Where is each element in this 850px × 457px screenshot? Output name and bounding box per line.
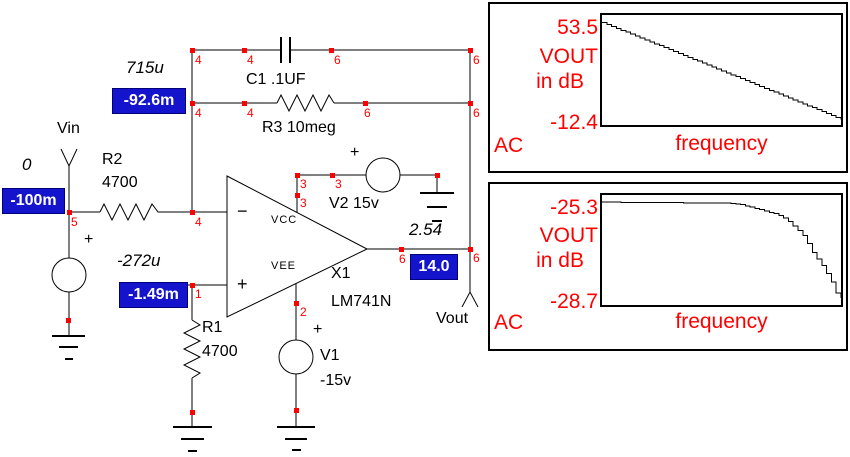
vout-terminal-icon[interactable] — [461, 290, 479, 308]
opamp-inverting-input-label: − — [237, 201, 248, 221]
node-dot — [242, 101, 247, 106]
node-dot — [468, 48, 473, 53]
node-dot — [435, 173, 440, 178]
vin-source-plus-sign: + — [84, 231, 94, 248]
node-dot — [190, 283, 195, 288]
r2-name-label[interactable]: R2 — [102, 151, 123, 168]
node-label-4: 4 — [195, 215, 202, 229]
node-label-4: 4 — [195, 106, 202, 120]
input-ac-value-box[interactable]: -100m — [2, 188, 65, 214]
vout-label[interactable]: Vout — [436, 310, 469, 327]
node-dot — [295, 193, 300, 198]
ground-icon[interactable] — [52, 335, 85, 360]
plot1-xlabel: frequency — [675, 132, 768, 155]
plot2-unit-label: in dB — [536, 249, 584, 272]
plot1-series-label: VOUT — [539, 45, 598, 68]
plot1-trace — [602, 22, 841, 120]
node-dot — [190, 48, 195, 53]
source-v1-symbol[interactable] — [278, 339, 314, 375]
node-dot — [399, 247, 404, 252]
node-dot — [67, 210, 72, 215]
source-v2-symbol[interactable] — [365, 157, 401, 193]
opamp-part-label[interactable]: LM741N — [331, 293, 392, 310]
node-label-6: 6 — [334, 53, 341, 67]
output-dc-value: 2.54 — [409, 220, 443, 239]
v1-plus-sign: + — [313, 321, 323, 338]
node-dots — [66, 48, 473, 415]
v1-name-label[interactable]: V1 — [320, 347, 340, 364]
node-dot — [295, 173, 300, 178]
node-dot — [330, 173, 335, 178]
vin-label[interactable]: Vin — [57, 120, 80, 137]
node-dot — [190, 210, 195, 215]
node-label-4: 4 — [195, 53, 202, 67]
node-label-2: 2 — [300, 305, 307, 319]
output-ac-value-box[interactable]: 14.0 — [410, 254, 458, 280]
node-dot — [468, 247, 473, 252]
resistor-r2-symbol[interactable] — [99, 202, 160, 222]
node-dot — [329, 48, 334, 53]
plot2-area[interactable] — [600, 193, 843, 307]
inverting-dc-value: 715u — [126, 58, 164, 77]
node-label-6: 6 — [473, 53, 480, 67]
r2-value-label[interactable]: 4700 — [102, 174, 138, 191]
plot1-ymin-label: -12.4 — [550, 111, 598, 134]
node-dot — [363, 101, 368, 106]
scope-panel-bottom[interactable]: -25.3 VOUT in dB -28.7 AC frequency — [488, 182, 848, 351]
r1-name-label[interactable]: R1 — [202, 319, 223, 336]
plot2-ymin-label: -28.7 — [550, 290, 598, 313]
source-vin-symbol[interactable] — [51, 257, 87, 293]
node-label-3: 3 — [300, 196, 307, 210]
scope-panel-top[interactable]: 53.5 VOUT in dB -12.4 AC frequency — [488, 2, 848, 173]
noninverting-dc-value: -272u — [117, 251, 161, 270]
inverting-ac-value-box[interactable]: -92.6m — [112, 88, 186, 114]
node-label-5: 5 — [71, 215, 78, 229]
node-label-6: 6 — [473, 251, 480, 265]
plot1-unit-label: in dB — [536, 70, 584, 93]
node-label-6: 6 — [364, 106, 371, 120]
capacitor-c1-symbol[interactable] — [280, 37, 291, 63]
plot1-area[interactable] — [600, 13, 843, 127]
node-label-6: 6 — [399, 252, 406, 266]
opamp-ref-label[interactable]: X1 — [331, 265, 351, 282]
v1-value-label[interactable]: -15v — [320, 372, 352, 389]
plot2-xlabel: frequency — [675, 310, 768, 333]
plot1-ymax-label: 53.5 — [557, 16, 598, 39]
noninverting-ac-value-box[interactable]: -1.49m — [119, 282, 188, 308]
resistor-r1-symbol[interactable] — [182, 319, 202, 379]
opamp-noninverting-input-label: + — [237, 274, 248, 294]
plot2-ymax-label: -25.3 — [550, 196, 598, 219]
node-label-3: 3 — [335, 177, 342, 191]
input-dc-value: 0 — [22, 155, 32, 174]
node-dot — [468, 101, 473, 106]
node-dot — [190, 101, 195, 106]
node-dot — [294, 408, 299, 413]
v2-label[interactable]: V2 15v — [329, 195, 379, 212]
opamp-vcc-label: VCC — [271, 214, 298, 226]
noninverting-wire — [186, 284, 227, 320]
ground-icon[interactable] — [420, 192, 454, 222]
r1-value-label[interactable]: 4700 — [202, 343, 238, 360]
plot2-trace — [602, 201, 841, 299]
node-label-4: 4 — [247, 53, 254, 67]
node-label-3: 3 — [300, 177, 307, 191]
node-dot — [294, 301, 299, 306]
v2-plus-sign: + — [350, 144, 360, 161]
plot1-analysis-label: AC — [494, 134, 524, 157]
node-dot — [66, 318, 71, 323]
r3-label[interactable]: R3 10meg — [262, 119, 336, 136]
node-label-4: 4 — [247, 106, 254, 120]
ground-icon[interactable] — [277, 426, 315, 451]
plot2-analysis-label: AC — [494, 311, 524, 334]
opamp-vee-label: VEE — [271, 260, 297, 272]
plot2-series-label: VOUT — [539, 224, 598, 247]
node-label-1: 1 — [195, 287, 202, 301]
resistor-r3-symbol[interactable] — [276, 93, 335, 113]
c1-label[interactable]: C1 .1UF — [246, 71, 306, 88]
ground-icon[interactable] — [173, 426, 212, 452]
node-dot — [190, 410, 195, 415]
node-label-6: 6 — [473, 106, 480, 120]
node-dot — [242, 48, 247, 53]
